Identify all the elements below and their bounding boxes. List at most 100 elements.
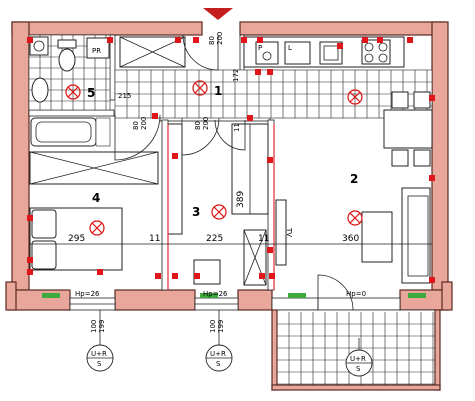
room-label-4: 4 <box>92 191 100 205</box>
lamp-icon <box>347 89 363 105</box>
ur-label-3: U+R <box>350 355 366 363</box>
dim-80-left: 80 <box>132 121 140 130</box>
wall-bottom-2 <box>114 289 196 311</box>
balcony-door[interactable] <box>317 274 354 311</box>
wall-corner-right <box>441 281 453 311</box>
electrical-socket-marker <box>429 175 435 181</box>
balcony-door-frame <box>271 297 401 311</box>
electrical-socket-marker <box>155 273 161 279</box>
electrical-socket-marker <box>337 43 343 49</box>
entrance-door[interactable] <box>182 34 219 71</box>
chair-top-left <box>391 91 409 109</box>
electrical-socket-marker <box>269 273 275 279</box>
dim-80-top: 80 <box>208 36 216 45</box>
dim-200-top: 200 <box>216 32 224 45</box>
room-label-2: 2 <box>350 172 358 186</box>
dim-295: 295 <box>68 234 85 244</box>
toilet <box>58 48 76 72</box>
electrical-socket-marker <box>27 37 33 43</box>
hp-label-1: Hp=26 <box>75 290 100 298</box>
electrical-socket-marker <box>172 153 178 159</box>
room-label-3: 3 <box>192 205 200 219</box>
electrical-socket-marker <box>259 273 265 279</box>
s-label-2: S <box>216 360 221 368</box>
dim-100a: 100 <box>90 320 98 333</box>
room3-inner-door[interactable] <box>214 119 246 151</box>
tiled-floor <box>114 69 433 119</box>
dim-215: 215 <box>118 92 131 100</box>
p-label: P <box>258 44 262 52</box>
electrical-socket-marker <box>255 69 261 75</box>
dim-199a: 199 <box>98 320 106 333</box>
wall-bath-right <box>109 34 116 101</box>
electrical-socket-marker <box>257 37 263 43</box>
hp-label-3: Hp=0 <box>346 290 366 298</box>
dim-100b: 100 <box>209 320 217 333</box>
chair-bottom-left <box>391 149 409 167</box>
electrical-socket-marker <box>267 247 273 253</box>
electrical-socket-marker <box>27 257 33 263</box>
ur-label-2: U+R <box>210 350 226 358</box>
tv-stand <box>275 199 287 266</box>
pr-label: PR <box>92 47 101 55</box>
electrical-socket-marker <box>241 37 247 43</box>
electrical-socket-marker <box>194 273 200 279</box>
electrical-socket-marker <box>27 215 33 221</box>
bathroom-door[interactable] <box>114 114 161 161</box>
dim-200-mid: 200 <box>202 117 210 130</box>
dim-389: 389 <box>236 191 246 208</box>
electrical-socket-marker <box>377 37 383 43</box>
wall-right <box>431 21 449 291</box>
electrical-socket-marker <box>407 37 413 43</box>
dim-200-left: 200 <box>140 117 148 130</box>
wall-top-left <box>11 21 203 36</box>
bathroom-sink <box>31 77 49 103</box>
dim-80-mid: 80 <box>194 121 202 130</box>
dim-360: 360 <box>342 234 359 244</box>
electrical-socket-marker <box>362 37 368 43</box>
l-label: L <box>288 44 292 52</box>
vent-symbol-3: U+R S <box>345 338 373 377</box>
chair-top-right <box>413 91 431 109</box>
electrical-socket-marker <box>429 277 435 283</box>
radiator-1 <box>42 293 60 298</box>
s-label-3: S <box>356 365 361 373</box>
vent-symbol-2: U+R S <box>205 310 233 372</box>
chair-bottom-right <box>413 149 431 167</box>
pillow-bottom <box>31 240 57 270</box>
lamp-icon <box>89 220 105 236</box>
room3-chair <box>193 259 221 285</box>
wall-bottom-3 <box>237 289 273 311</box>
s-label-1: S <box>97 360 102 368</box>
dim-225: 225 <box>206 234 223 244</box>
electrical-socket-marker <box>193 37 199 43</box>
hp-label-2: Hp=26 <box>203 290 228 298</box>
wall-room3-room2 <box>267 119 275 291</box>
fridge <box>255 41 279 65</box>
electrical-socket-marker <box>429 95 435 101</box>
wall-room4-room3 <box>161 119 169 291</box>
tv-label: TV <box>285 227 293 237</box>
lamp-icon <box>347 210 363 226</box>
toilet-tank <box>57 39 77 49</box>
dim-11a: 11 <box>149 234 160 244</box>
pr-cabinet <box>86 37 110 59</box>
radiator-3 <box>288 293 306 298</box>
lamp-icon <box>211 204 227 220</box>
electrical-socket-marker <box>267 157 273 163</box>
electrical-socket-marker <box>97 269 103 275</box>
ur-label-1: U+R <box>91 350 107 358</box>
oven <box>319 41 343 65</box>
room3-door[interactable] <box>181 117 220 156</box>
electrical-socket-marker <box>107 37 113 43</box>
lamp-icon <box>65 84 81 100</box>
electrical-socket-marker <box>152 113 158 119</box>
electrical-socket-marker <box>267 69 273 75</box>
wall-bath-bottom <box>28 109 115 117</box>
radiator-2 <box>200 293 218 298</box>
stove <box>361 39 391 65</box>
electrical-socket-marker <box>175 37 181 43</box>
sofa <box>401 187 431 284</box>
